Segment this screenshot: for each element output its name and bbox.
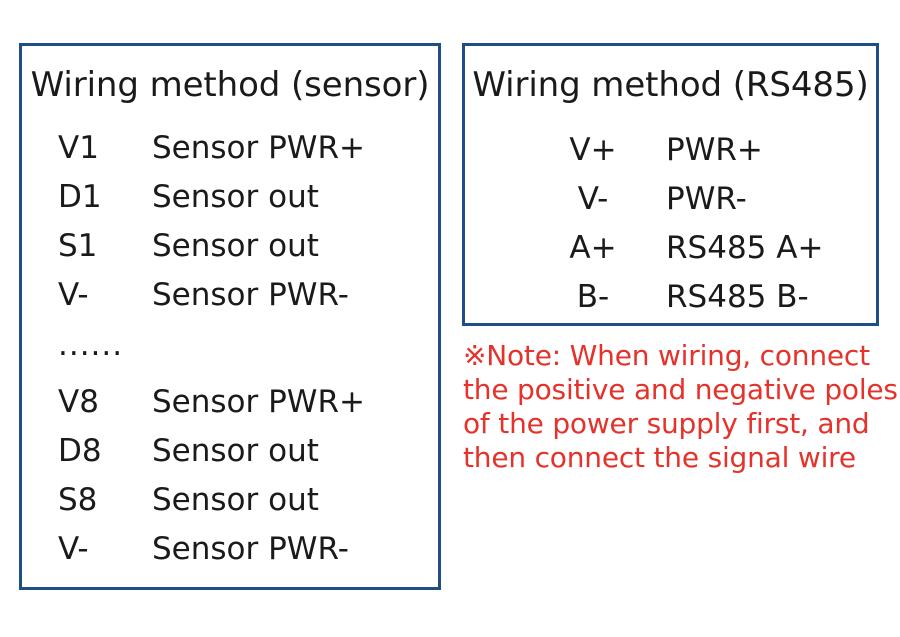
pin-label: D8 <box>58 433 102 469</box>
note-line: the positive and negative poles <box>463 373 898 406</box>
pin-description: Sensor out <box>152 433 319 469</box>
table-row: V- Sensor PWR- <box>22 271 438 320</box>
table-row: V- PWR- <box>465 175 876 224</box>
pin-label: S8 <box>58 482 98 518</box>
note-line: ※Note: When wiring, connect <box>463 339 870 372</box>
pin-description: Sensor PWR+ <box>152 130 365 166</box>
pin-label: A+ <box>569 230 617 266</box>
wiring-method-sensor-panel: Wiring method (sensor) V1 Sensor PWR+ D1… <box>19 43 441 590</box>
pin-description: Sensor PWR+ <box>152 384 365 420</box>
table-row: V- Sensor PWR- <box>22 525 438 574</box>
pin-label: V8 <box>58 384 99 420</box>
pin-label: B- <box>576 279 610 315</box>
sensor-wiring-table: V1 Sensor PWR+ D1 Sensor out S1 Sensor o… <box>22 124 438 574</box>
pin-label: V+ <box>569 132 617 168</box>
row-spacer <box>22 370 438 378</box>
pin-description: PWR- <box>666 181 747 217</box>
table-row: V8 Sensor PWR+ <box>22 378 438 427</box>
table-row: A+ RS485 A+ <box>465 224 876 273</box>
note-line: of the power supply first, and <box>463 407 870 440</box>
table-row: V1 Sensor PWR+ <box>22 124 438 173</box>
wiring-note: ※Note: When wiring, connect the positive… <box>463 339 898 475</box>
table-row: D1 Sensor out <box>22 173 438 222</box>
pin-label: D1 <box>58 179 102 215</box>
pin-label: V- <box>577 181 609 217</box>
table-row: V+ PWR+ <box>465 126 876 175</box>
table-row: S1 Sensor out <box>22 222 438 271</box>
wiring-method-rs485-panel: Wiring method (RS485) V+ PWR+ V- PWR- A+… <box>462 43 879 326</box>
pin-description: PWR+ <box>666 132 763 168</box>
pin-label: S1 <box>58 228 98 264</box>
pin-description: Sensor PWR- <box>152 277 349 313</box>
pin-description: RS485 B- <box>666 279 809 315</box>
pin-description: Sensor out <box>152 179 319 215</box>
table-row: B- RS485 B- <box>465 273 876 322</box>
pin-description: RS485 A+ <box>666 230 824 266</box>
note-line: then connect the signal wire <box>463 441 856 474</box>
pin-description: Sensor PWR- <box>152 531 349 567</box>
panel-title-rs485: Wiring method (RS485) <box>472 65 869 105</box>
pin-label: V- <box>58 277 89 313</box>
pin-description: Sensor out <box>152 482 319 518</box>
continuation-ellipsis: ...... <box>58 327 124 363</box>
pin-label: V1 <box>58 130 99 166</box>
table-row: S8 Sensor out <box>22 476 438 525</box>
rs485-wiring-table: V+ PWR+ V- PWR- A+ RS485 A+ B- RS485 B- <box>465 126 876 322</box>
pin-description: Sensor out <box>152 228 319 264</box>
panel-title-sensor: Wiring method (sensor) <box>30 65 430 105</box>
table-row: D8 Sensor out <box>22 427 438 476</box>
pin-label: V- <box>58 531 89 567</box>
